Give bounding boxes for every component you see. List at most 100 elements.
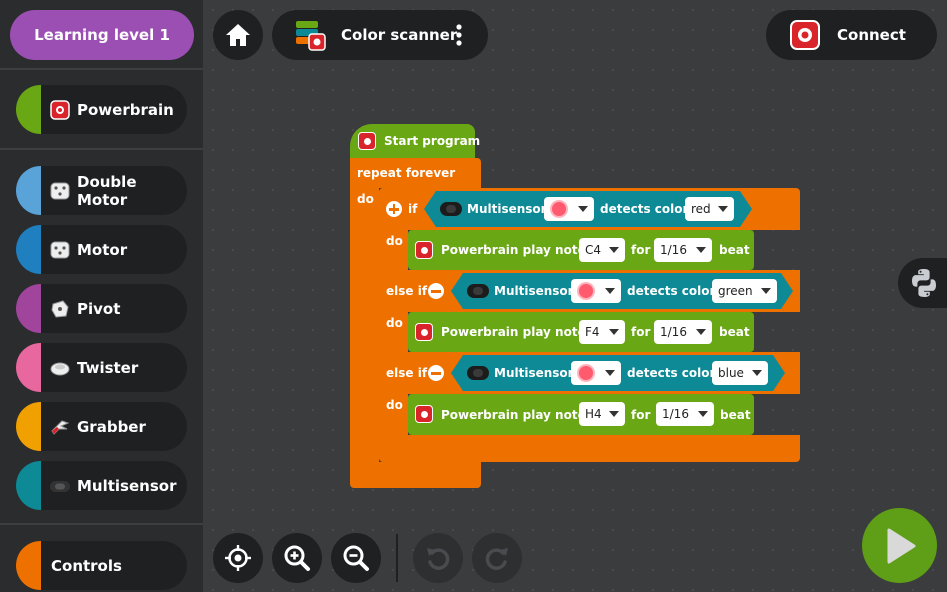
category-color-stripe	[16, 541, 41, 590]
multisensor-condition-3[interactable]: Multisensor detects color blue	[451, 355, 785, 391]
else-if-label: else if	[386, 366, 428, 380]
category-color-stripe	[16, 166, 41, 215]
note-value: C4	[585, 243, 602, 257]
menu-dots-icon[interactable]	[455, 23, 463, 47]
category-label: Multisensor	[77, 476, 177, 495]
play-note-label: Powerbrain play note	[441, 243, 586, 257]
project-icon	[296, 21, 326, 51]
connect-button[interactable]: Connect	[766, 10, 937, 60]
play-note-block-3[interactable]: Powerbrain play note H4 for 1/16 beat	[408, 394, 754, 435]
powerbrain-icon	[415, 405, 433, 423]
multisensor-condition-2[interactable]: Multisensor detects color green	[451, 273, 793, 309]
if-block-footer	[379, 435, 800, 462]
python-view-button[interactable]	[898, 258, 947, 308]
beat-label: beat	[720, 408, 751, 422]
category-pivot[interactable]: Pivot	[16, 284, 187, 333]
duration-value: 1/16	[660, 243, 687, 257]
color-sensor-icon	[579, 366, 593, 380]
block-palette-sidebar: Learning level 1 Powerbrain Double Motor…	[0, 0, 203, 592]
for-label: for	[631, 243, 651, 257]
target-icon	[225, 545, 251, 571]
if-arm: do	[379, 230, 408, 270]
sensor-port-dropdown[interactable]	[571, 361, 621, 385]
note-dropdown[interactable]: C4	[579, 238, 625, 262]
zoom-in-button[interactable]	[272, 533, 322, 583]
else-if-arm-2: do	[379, 394, 408, 435]
category-color-stripe	[16, 343, 41, 392]
start-program-block[interactable]: Start program	[350, 124, 480, 158]
category-double-motor[interactable]: Double Motor	[16, 166, 187, 215]
powerbrain-icon	[415, 323, 433, 341]
note-value: H4	[585, 407, 602, 421]
category-label: Powerbrain	[77, 100, 174, 119]
category-multisensor[interactable]: Multisensor	[16, 461, 187, 510]
do-label: do	[386, 316, 403, 330]
divider	[0, 148, 203, 150]
duration-dropdown[interactable]: 1/16	[654, 320, 712, 344]
duration-dropdown[interactable]: 1/16	[654, 238, 712, 262]
note-value: F4	[585, 325, 600, 339]
undo-button[interactable]	[413, 533, 463, 583]
project-title-button[interactable]: Color scanner	[272, 10, 488, 60]
category-label: Twister	[77, 358, 139, 377]
do-label: do	[357, 192, 374, 206]
motor-icon	[49, 239, 71, 261]
connect-label: Connect	[837, 26, 906, 44]
powerbrain-icon	[790, 20, 820, 50]
play-note-label: Powerbrain play note	[441, 408, 586, 422]
category-controls[interactable]: Controls	[16, 541, 187, 590]
powerbrain-icon	[415, 241, 433, 259]
run-program-button[interactable]	[862, 508, 937, 583]
color-dropdown[interactable]: red	[685, 197, 734, 221]
category-label: Controls	[51, 556, 122, 575]
beat-label: beat	[719, 325, 750, 339]
color-value: blue	[718, 366, 744, 380]
duration-dropdown[interactable]: 1/16	[656, 402, 714, 426]
category-label: Grabber	[77, 417, 146, 436]
category-motor[interactable]: Motor	[16, 225, 187, 274]
do-label: do	[386, 234, 403, 248]
learning-level-button[interactable]: Learning level 1	[10, 10, 194, 60]
home-icon	[226, 24, 250, 46]
play-note-block-2[interactable]: Powerbrain play note F4 for 1/16 beat	[408, 312, 754, 352]
sensor-label: Multisensor	[494, 366, 574, 380]
color-dropdown[interactable]: green	[712, 279, 777, 303]
category-label: Pivot	[77, 299, 121, 318]
condition-block-hexagon	[451, 273, 793, 309]
if-label: if	[408, 202, 418, 216]
sensor-port-dropdown[interactable]	[571, 279, 621, 303]
home-button[interactable]	[213, 10, 263, 60]
sensor-label: Multisensor	[467, 202, 547, 216]
divider	[0, 523, 203, 525]
zoom-out-button[interactable]	[331, 533, 381, 583]
note-dropdown[interactable]: H4	[579, 402, 625, 426]
remove-branch-icon[interactable]	[428, 283, 444, 299]
detects-color-label: detects color	[627, 284, 716, 298]
category-powerbrain[interactable]: Powerbrain	[16, 85, 187, 134]
multisensor-condition-1[interactable]: Multisensor detects color red	[424, 191, 752, 227]
play-note-block-1[interactable]: Powerbrain play note C4 for 1/16 beat	[408, 230, 754, 270]
color-sensor-icon	[552, 202, 566, 216]
category-grabber[interactable]: Grabber	[16, 402, 187, 451]
color-value: green	[718, 284, 753, 298]
category-color-stripe	[16, 225, 41, 274]
sensor-label: Multisensor	[494, 284, 574, 298]
divider	[0, 68, 203, 70]
repeat-forever-footer	[350, 462, 481, 488]
recenter-button[interactable]	[213, 533, 263, 583]
redo-button[interactable]	[472, 533, 522, 583]
color-dropdown[interactable]: blue	[712, 361, 768, 385]
else-if-label: else if	[386, 284, 428, 298]
add-branch-icon[interactable]	[386, 201, 402, 217]
sensor-port-dropdown[interactable]	[544, 197, 594, 221]
project-title: Color scanner	[341, 26, 458, 44]
color-sensor-icon	[579, 284, 593, 298]
toolbar-divider	[396, 534, 398, 582]
remove-branch-icon[interactable]	[428, 365, 444, 381]
grabber-icon	[49, 416, 71, 438]
category-label: Motor	[77, 240, 128, 259]
pivot-icon	[49, 298, 71, 320]
note-dropdown[interactable]: F4	[579, 320, 625, 344]
repeat-forever-block[interactable]: repeat forever	[350, 158, 481, 188]
category-twister[interactable]: Twister	[16, 343, 187, 392]
